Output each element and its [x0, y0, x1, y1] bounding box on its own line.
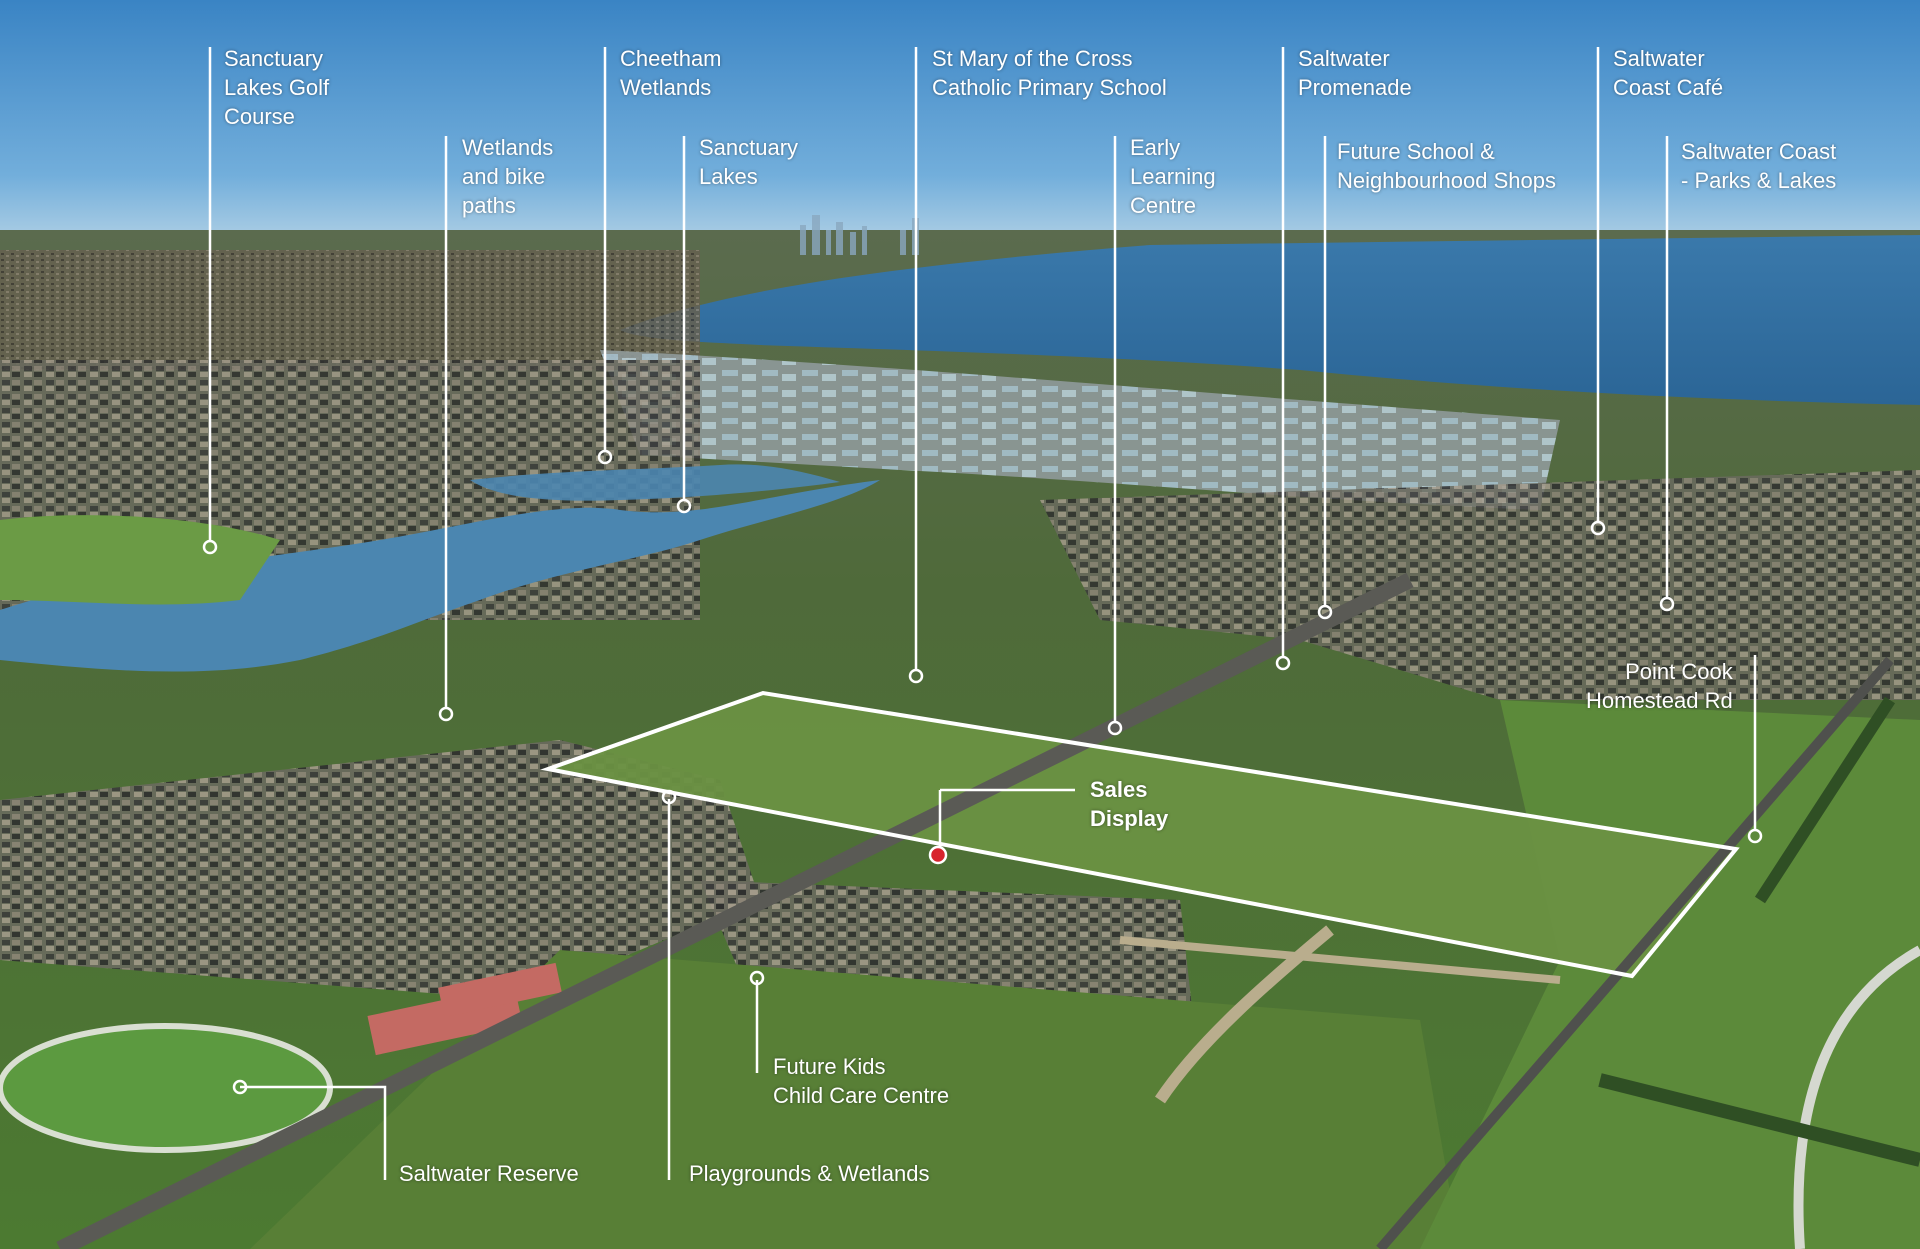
label-cheetham-wetlands: Cheetham Wetlands [620, 46, 722, 100]
sales-display-marker[interactable] [928, 845, 948, 865]
site-boundary [540, 690, 1740, 979]
label-saltwater-cafe: Saltwater Coast Café [1613, 46, 1724, 100]
label-sanctuary-lakes: Sanctuary Lakes [699, 135, 799, 189]
label-st-mary: St Mary of the Cross Catholic Primary Sc… [932, 46, 1167, 100]
label-saltwater-parks: Saltwater Coast - Parks & Lakes [1681, 139, 1837, 193]
label-wetlands-bike: Wetlands and bike paths [462, 135, 554, 218]
label-future-school: Future School & Neighbourhood Shops [1337, 139, 1556, 193]
leader-lines [208, 47, 1757, 1180]
label-saltwater-reserve: Saltwater Reserve [399, 1161, 579, 1186]
label-future-kids: Future Kids Child Care Centre [773, 1054, 950, 1108]
label-playgrounds: Playgrounds & Wetlands [689, 1161, 930, 1186]
point-markers [202, 449, 1763, 1095]
label-sanctuary-golf: Sanctuary Lakes Golf Course [224, 46, 330, 129]
label-sales-display: Sales Display [1090, 777, 1169, 831]
label-point-cook: Point Cook Homestead Rd [1586, 659, 1733, 713]
label-early-learning: Early Learning Centre [1130, 135, 1216, 218]
label-saltwater-promenade: Saltwater Promenade [1298, 46, 1412, 100]
